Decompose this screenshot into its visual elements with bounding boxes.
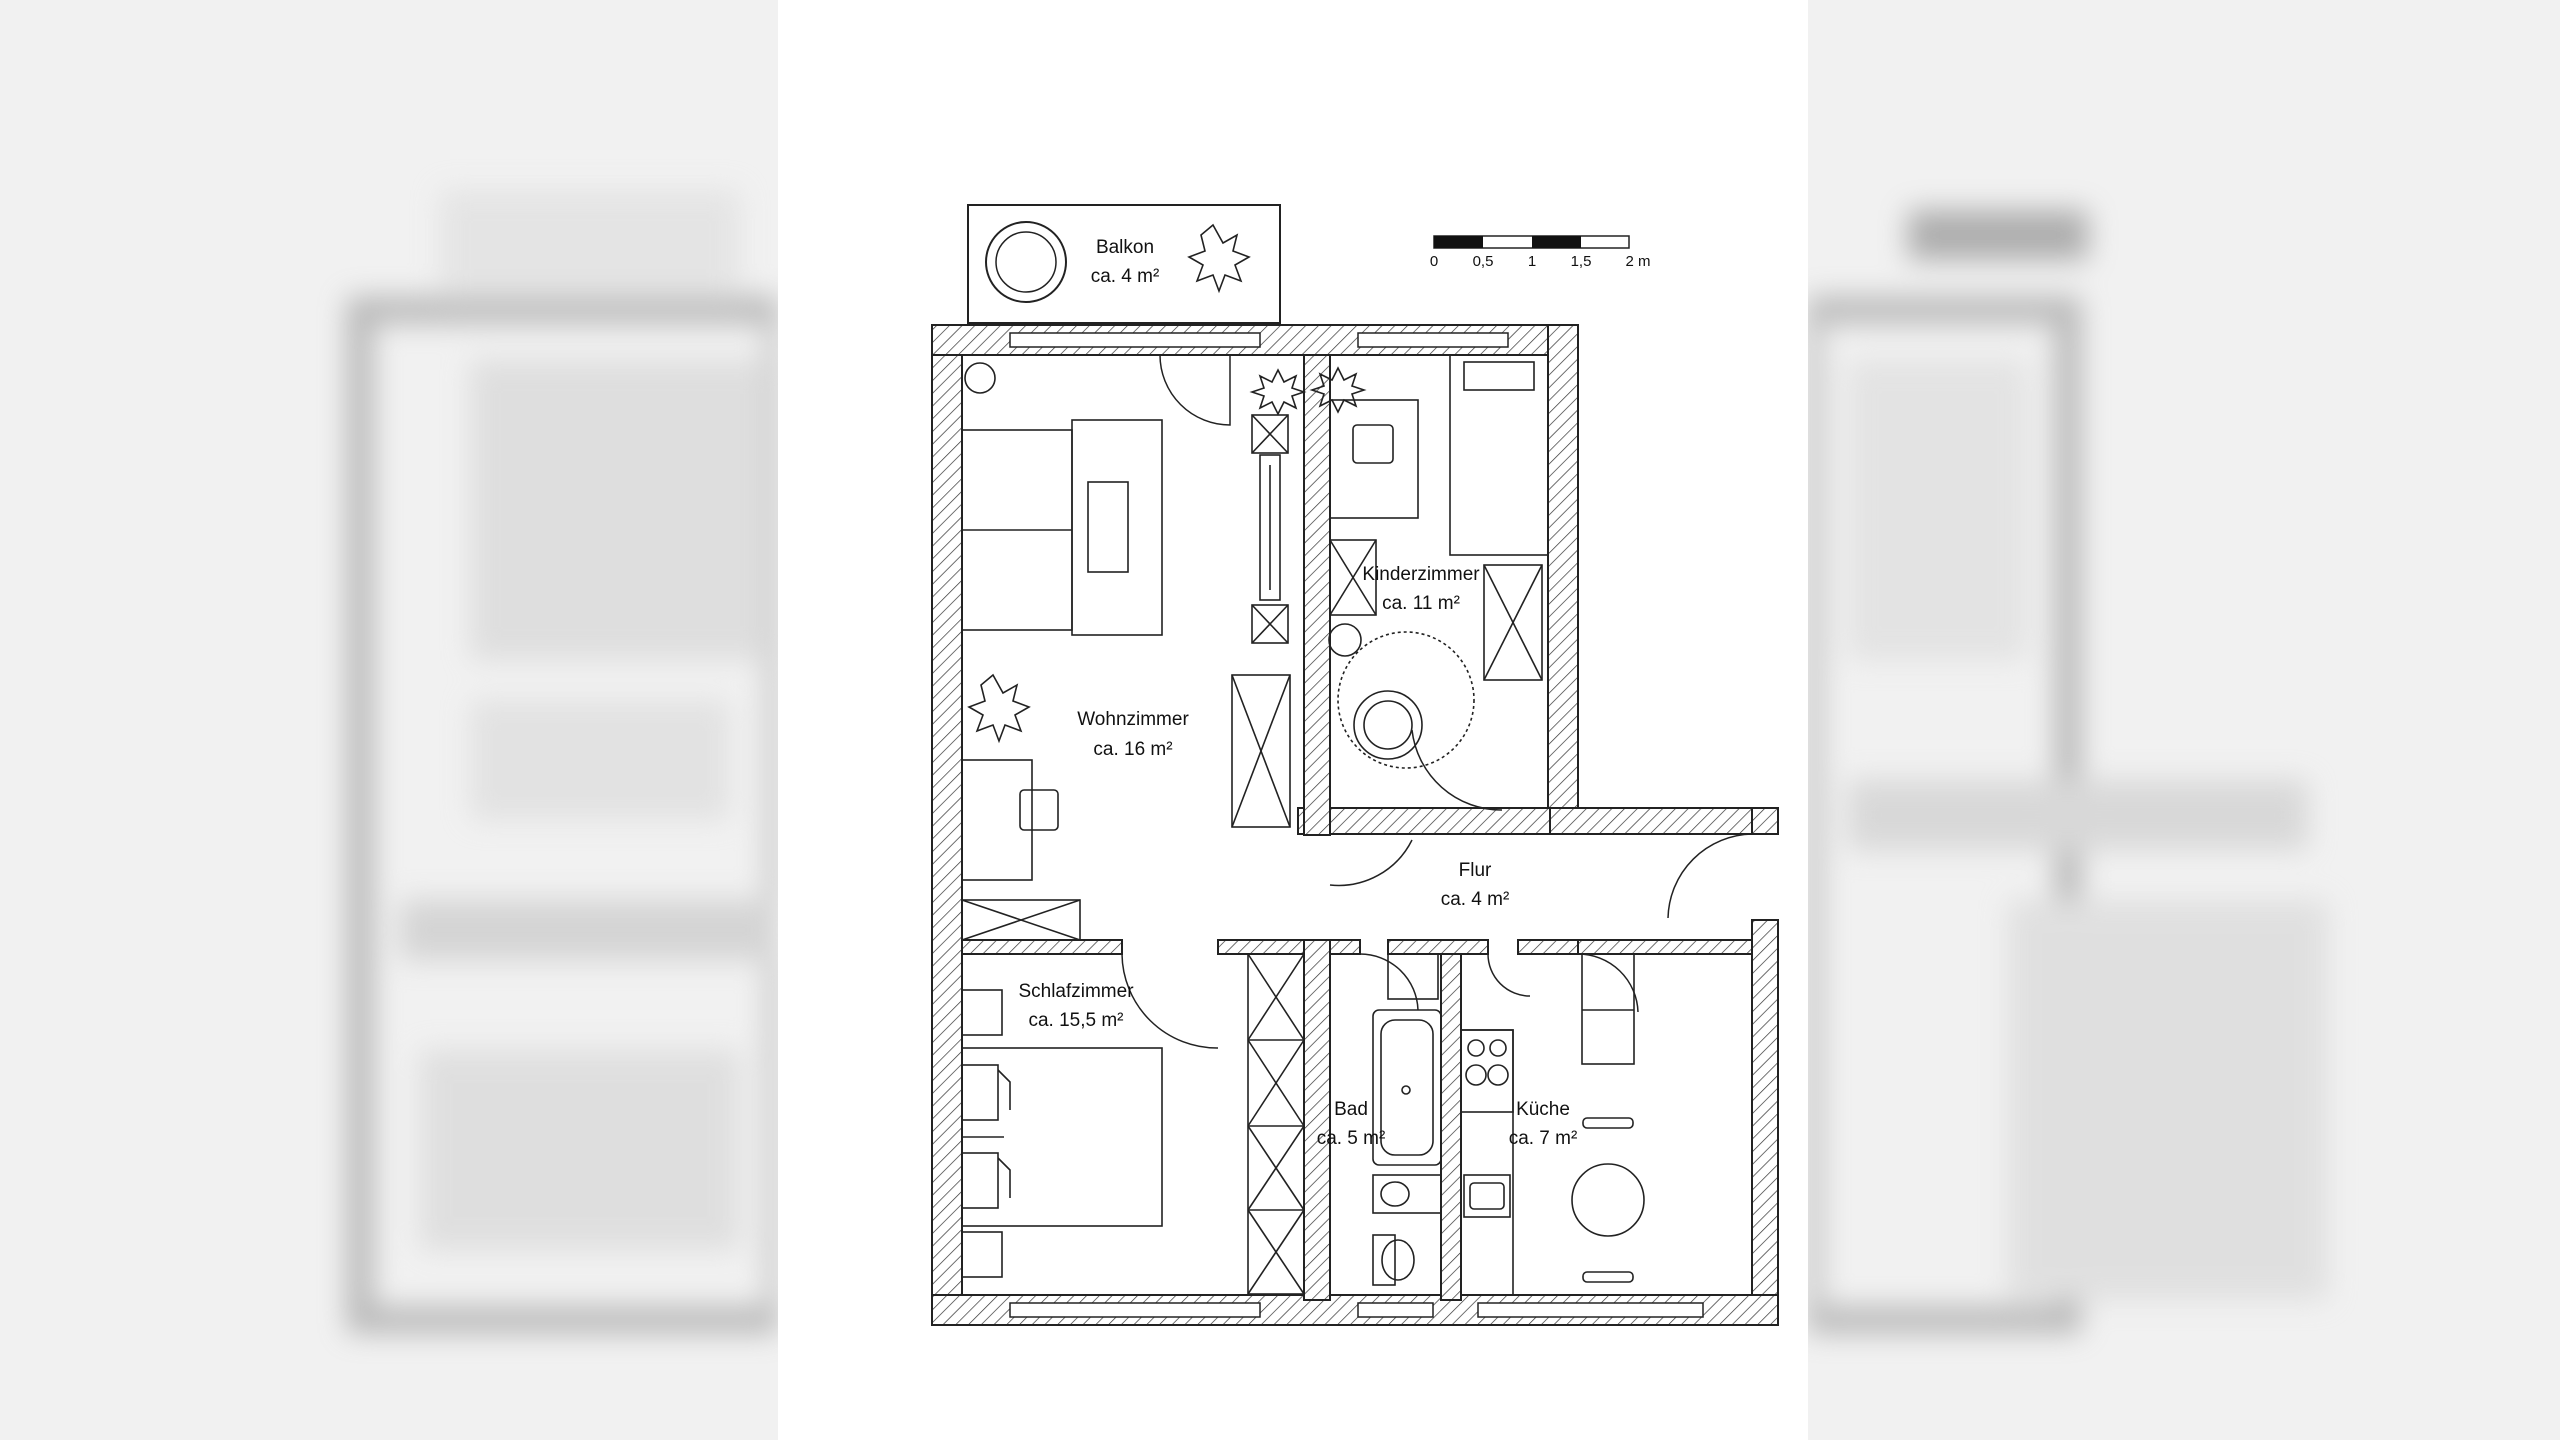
stove	[1460, 1029, 1514, 1113]
desk	[961, 759, 1033, 881]
living-room-label: Wohnzimmer	[1077, 709, 1189, 730]
wardrobe	[1483, 564, 1543, 681]
bed	[1449, 354, 1549, 556]
nightstand	[961, 989, 1003, 1036]
hallway-label: Flur	[1459, 860, 1492, 881]
room-labels: Balkon ca. 4 m² Wohnzimmer ca. 16 m² Kin…	[1018, 237, 1577, 1149]
nightstand	[961, 1231, 1003, 1278]
left-blurred-background	[0, 0, 778, 1440]
plant-icon	[1249, 368, 1307, 416]
doors	[1121, 354, 1753, 1049]
rug	[1071, 419, 1163, 636]
kitchen-label: Küche	[1516, 1099, 1570, 1120]
scale-tick-2: 1	[1528, 253, 1536, 270]
washbasin	[1372, 1174, 1442, 1214]
dining-table	[1571, 1163, 1645, 1237]
coffee-table	[1087, 481, 1129, 573]
kids-room-label: Kinderzimmer	[1362, 564, 1480, 585]
scale-bar: 0 0,5 1 1,5 2 m	[1430, 235, 1651, 270]
toilet-tank	[1372, 1234, 1396, 1286]
bedroom-label: Schlafzimmer	[1018, 981, 1134, 1002]
scale-tick-4: 2 m	[1625, 253, 1650, 270]
armchair	[1353, 690, 1423, 760]
bedroom-furniture	[961, 953, 1305, 1295]
floor-lamp-icon	[964, 362, 996, 394]
balcony-label: Balkon	[1096, 237, 1154, 258]
windows	[1009, 332, 1704, 1318]
bathroom-fixtures	[1372, 953, 1442, 1286]
walls	[931, 324, 1779, 1326]
balcony-chair	[985, 221, 1067, 303]
scale-tick-3: 1,5	[1571, 253, 1592, 270]
floor-plan: Balkon ca. 4 m² Wohnzimmer ca. 16 m² Kin…	[931, 204, 1779, 1326]
kids-room-area: ca. 11 m²	[1382, 593, 1460, 614]
kids-room-furniture	[1309, 354, 1549, 769]
wardrobe	[1231, 674, 1291, 828]
plant-icon	[967, 673, 1031, 744]
desk	[1329, 399, 1419, 519]
desk-chair	[1352, 424, 1394, 464]
left-blurred-plan	[347, 190, 778, 1333]
wardrobe	[1247, 953, 1305, 1295]
toilet	[1381, 1239, 1415, 1281]
scale-tick-0: 0	[1430, 253, 1438, 270]
bathroom-label: Bad	[1334, 1099, 1368, 1120]
bathtub	[1372, 1009, 1442, 1166]
sink	[1463, 1174, 1511, 1218]
kitchen-fixtures	[1460, 953, 1645, 1296]
bathroom-area: ca. 5 m²	[1317, 1128, 1386, 1149]
right-blurred-plan	[1808, 210, 2328, 1333]
chair	[1582, 1271, 1634, 1283]
counter	[1460, 1029, 1514, 1296]
kitchen-area: ca. 7 m²	[1509, 1128, 1578, 1149]
plant-icon	[1309, 366, 1367, 414]
desk-chair	[1019, 789, 1059, 831]
living-room-area: ca. 16 m²	[1093, 739, 1172, 760]
balcony-area: ca. 4 m²	[1091, 266, 1160, 287]
floor-plan-panel: Balkon ca. 4 m² Wohnzimmer ca. 16 m² Kin…	[778, 0, 1808, 1440]
balcony	[967, 204, 1281, 324]
round-rug	[1337, 631, 1475, 769]
plant-icon	[1187, 223, 1251, 294]
living-room-furniture	[961, 362, 1307, 941]
hallway-area: ca. 4 m²	[1441, 889, 1510, 910]
right-blurred-background	[1808, 0, 2560, 1440]
chair	[1582, 1117, 1634, 1129]
lamp-icon	[1328, 623, 1362, 657]
fridge-cabinet	[1581, 953, 1635, 1065]
scale-tick-1: 0,5	[1473, 253, 1494, 270]
bedroom-area: ca. 15,5 m²	[1028, 1010, 1123, 1031]
tv-board	[1259, 454, 1281, 601]
